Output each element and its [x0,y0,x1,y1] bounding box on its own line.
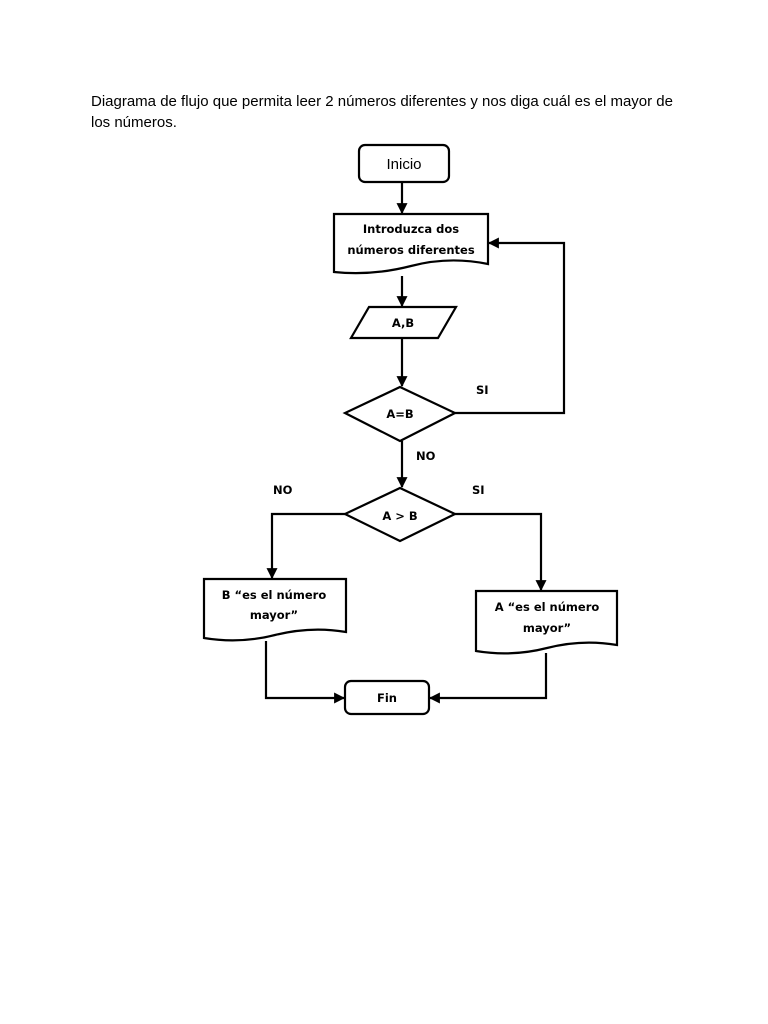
connector-output-a-to-end [428,653,548,704]
connector-greater-no-to-output-b [266,512,345,580]
label-greater-no: NO [273,483,293,497]
output-b-line1: B “es el número [222,588,327,602]
start-terminal [357,143,451,184]
end-label: Fin [377,691,397,705]
start-label: Inicio [386,156,421,173]
decision-equal-diamond [342,385,458,443]
input-prompt-document [332,212,490,275]
data-input-parallelogram [349,305,458,340]
connector-greater-yes-to-output-a [455,512,547,592]
label-greater-yes: SI [472,483,485,497]
label-equal-yes: SI [476,383,489,397]
data-input-label: A,B [392,316,414,330]
label-equal-no: NO [416,449,436,463]
connector-equal-yes-loop [455,237,566,415]
output-b-line2: mayor” [250,608,298,622]
input-prompt-line1: Introduzca dos [363,222,459,236]
output-a-line2: mayor” [523,621,571,635]
output-b-document [202,577,348,642]
connector-output-b-to-end [264,641,346,704]
intro-paragraph: Diagrama de flujo que permita leer 2 núm… [91,93,673,131]
decision-equal-label: A=B [386,407,413,421]
input-prompt-line2: números diferentes [347,243,475,257]
decision-greater-diamond [342,486,458,543]
output-a-line1: A “es el número [495,600,600,614]
output-a-document [474,589,619,655]
decision-greater-label: A > B [382,509,417,523]
